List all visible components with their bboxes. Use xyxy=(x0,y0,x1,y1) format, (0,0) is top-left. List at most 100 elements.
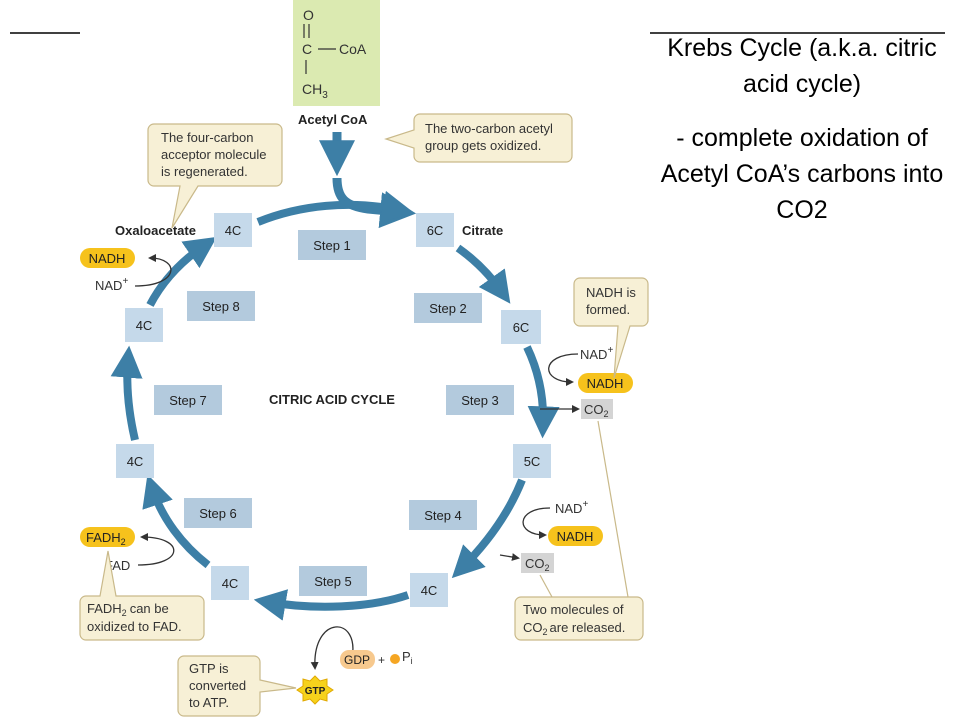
acetyl-ch: CH3 xyxy=(302,81,328,101)
arrow-step-6 xyxy=(142,474,211,569)
callout-co2-pointer-a xyxy=(597,420,629,598)
gdp-label: GDP xyxy=(344,653,370,667)
arrow-step-1 xyxy=(256,190,415,226)
oxaloacetate-label: Oxaloacetate xyxy=(115,223,196,238)
pi-label: Pi xyxy=(402,649,413,666)
node-4c-bl-box xyxy=(211,566,249,600)
node-4c-ll-text: 4C xyxy=(127,454,144,469)
arrow-step-7 xyxy=(110,345,143,441)
step-8-box xyxy=(187,291,255,321)
callout-fadh2-box xyxy=(79,550,205,641)
arrow-step-3 xyxy=(523,345,560,439)
nad-curve-step3 xyxy=(548,353,579,386)
step-6-box xyxy=(184,498,252,528)
step-4-label: Step 4 xyxy=(424,508,462,523)
callout-nadh-formed-box xyxy=(573,277,649,379)
gtp-label: GTP xyxy=(305,686,326,697)
oxaloacetate-node-box xyxy=(214,213,252,247)
fadh2-label: FADH2 xyxy=(86,530,126,547)
callout-nadh-formed-line2: formed. xyxy=(586,302,630,317)
gtp-burst xyxy=(296,675,334,705)
step-6-label: Step 6 xyxy=(199,506,237,521)
citrate-label: Citrate xyxy=(462,223,503,238)
oxaloacetate-node-text: 4C xyxy=(225,223,242,238)
acetyl-c: C xyxy=(302,41,312,57)
co2-label-step4: CO2 xyxy=(525,556,550,573)
slide-subtitle: - complete oxidation of Acetyl CoA’s car… xyxy=(660,124,944,224)
gdp-plus: + xyxy=(378,653,385,667)
nad-curve-step4 xyxy=(522,507,551,539)
step-7-box xyxy=(154,385,222,415)
step-2-label: Step 2 xyxy=(429,301,467,316)
arrow-step-2 xyxy=(455,244,511,304)
callout-fadh2-line2: oxidized to FAD. xyxy=(87,619,182,634)
nadh-pill-step3 xyxy=(578,373,633,393)
citrate-node-text: 6C xyxy=(427,223,444,238)
nadh-label-step3: NADH xyxy=(587,376,624,391)
co2-box-step3 xyxy=(581,399,613,419)
callout-nadh-formed-line1: NADH is xyxy=(586,285,636,300)
callout-four-carbon-box xyxy=(147,123,283,229)
nadh-pill-step4 xyxy=(548,526,603,546)
nad-label-step4: NAD+ xyxy=(555,499,588,516)
step-3-label: Step 3 xyxy=(461,393,499,408)
nad-label-left: NAD+ xyxy=(95,276,128,293)
callout-gtp-box xyxy=(177,655,297,717)
step-5-box xyxy=(299,566,367,596)
callout-gtp-line2: converted xyxy=(189,678,246,693)
slide-text-block: Krebs Cycle (a.k.a. citric acid cycle) -… xyxy=(652,30,952,228)
step-5-label: Step 5 xyxy=(314,574,352,589)
arrow-step-5 xyxy=(253,589,410,621)
callout-gtp-line3: to ATP. xyxy=(189,695,229,710)
node-4c-bl-text: 4C xyxy=(222,576,239,591)
callout-co2-pointer-b xyxy=(539,574,553,598)
acetyl-coa-structure-box xyxy=(293,0,380,106)
step-2-box xyxy=(414,293,482,323)
node-5c-text: 5C xyxy=(524,454,541,469)
callout-co2-line1: Two molecules of xyxy=(523,602,624,617)
callout-four-carbon-line3: is regenerated. xyxy=(161,164,248,179)
citrate-node-box xyxy=(416,213,454,247)
co2-box-step4 xyxy=(521,553,554,573)
step-8-label: Step 8 xyxy=(202,299,240,314)
pi-dot xyxy=(390,654,400,664)
acetyl-coa-group: CoA xyxy=(339,41,367,57)
slide-title: Krebs Cycle (a.k.a. citric acid cycle) xyxy=(667,34,937,98)
arrow-step-4 xyxy=(451,478,526,579)
node-6c-text: 6C xyxy=(513,320,530,335)
callout-co2-box xyxy=(514,596,644,641)
callout-two-carbon-line1: The two-carbon acetyl xyxy=(425,121,553,136)
nad-label-step3: NAD+ xyxy=(580,345,613,362)
callout-gtp-line1: GTP is xyxy=(189,661,229,676)
callout-four-carbon-line1: The four-carbon xyxy=(161,130,254,145)
step-1-label: Step 1 xyxy=(313,238,351,253)
step-7-label: Step 7 xyxy=(169,393,207,408)
acetyl-coa-label: Acetyl CoA xyxy=(298,112,368,127)
nad-curve-left xyxy=(134,254,172,287)
cycle-center-label: CITRIC ACID CYCLE xyxy=(269,392,395,407)
gdp-pill xyxy=(340,650,375,669)
fad-curve xyxy=(137,533,175,566)
step-1-box xyxy=(298,230,366,260)
callout-two-carbon-box xyxy=(384,113,573,163)
co2-line-step4 xyxy=(499,553,520,561)
nadh-label-step4: NADH xyxy=(557,529,594,544)
node-4c-lu-box xyxy=(125,308,163,342)
nadh-label-left: NADH xyxy=(89,251,126,266)
node-4c-br-text: 4C xyxy=(421,583,438,598)
arrow-step-8 xyxy=(146,236,217,307)
callout-two-carbon-line2: group gets oxidized. xyxy=(425,138,541,153)
step-3-box xyxy=(446,385,514,415)
fadh2-pill xyxy=(80,527,135,547)
node-6c-box xyxy=(501,310,541,344)
callout-four-carbon-line2: acceptor molecule xyxy=(161,147,267,162)
node-5c-box xyxy=(513,444,551,478)
node-4c-ll-box xyxy=(116,444,154,478)
acetyl-o: O xyxy=(303,7,314,23)
node-4c-br-box xyxy=(410,573,448,607)
step-4-box xyxy=(409,500,477,530)
co2-label-step3: CO2 xyxy=(584,402,609,419)
node-4c-lu-text: 4C xyxy=(136,318,153,333)
